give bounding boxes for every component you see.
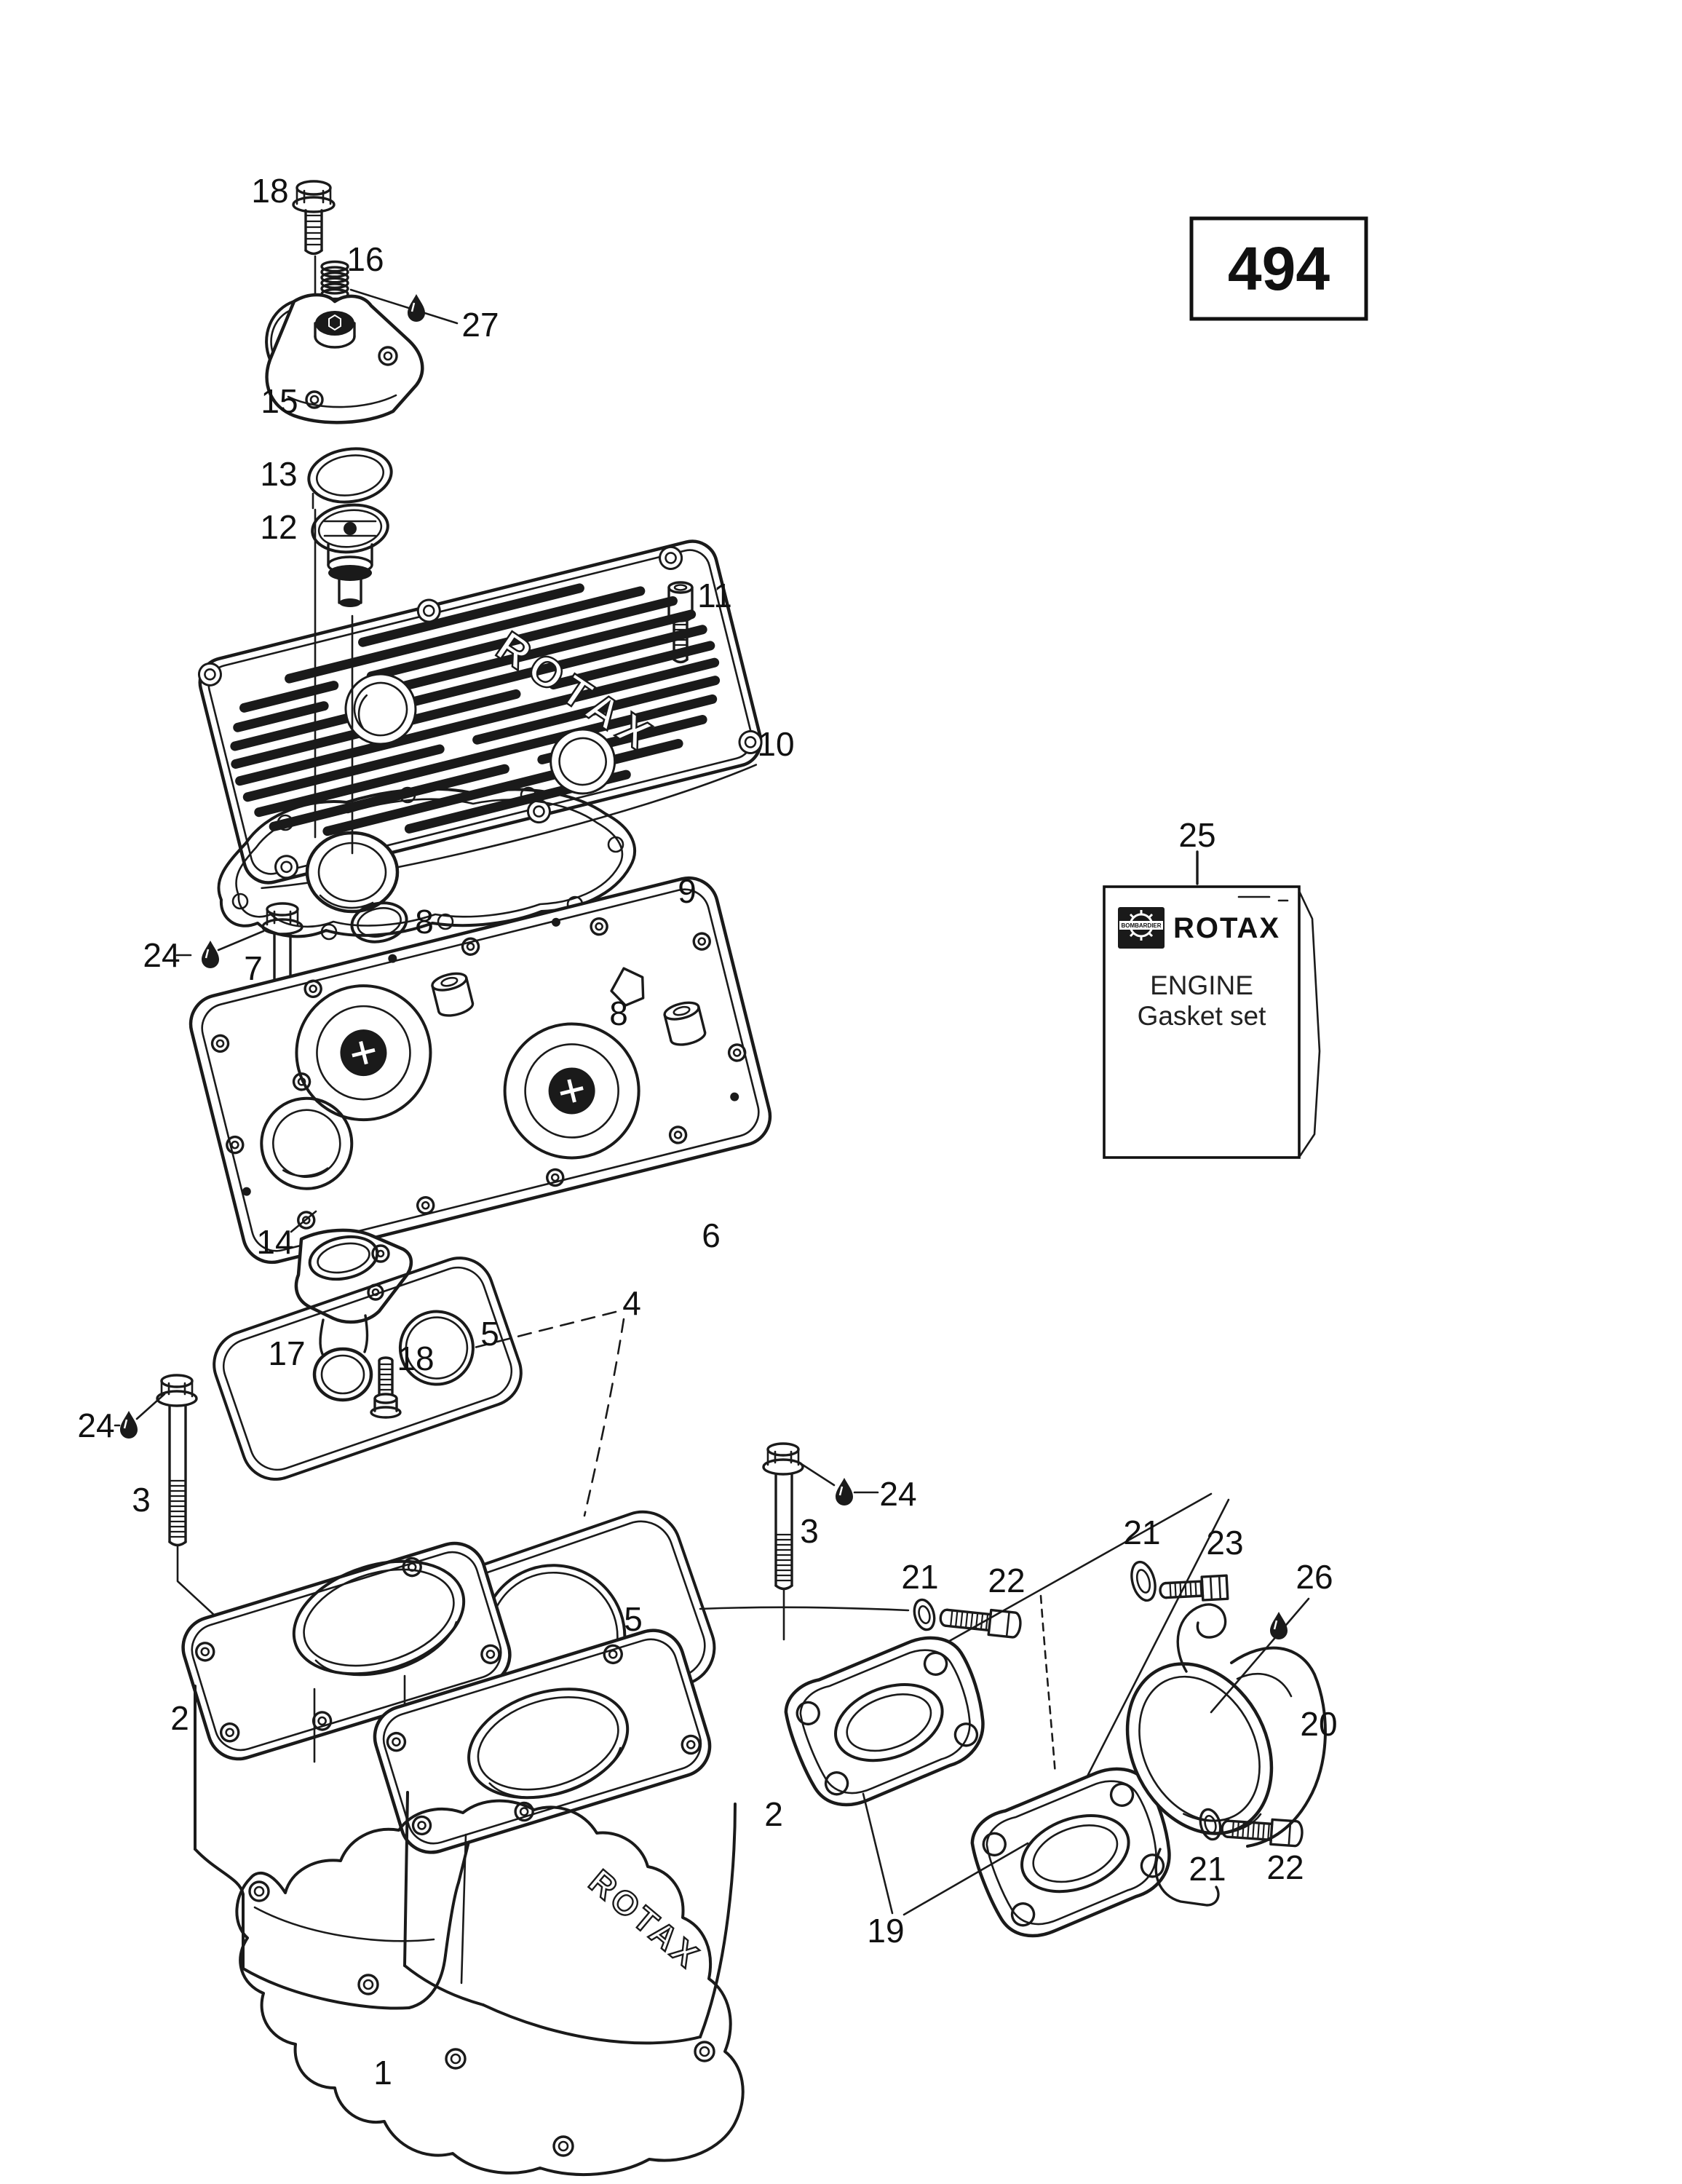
part-spring-16 — [320, 260, 349, 301]
callout-17: 17 — [268, 1334, 305, 1372]
part-washer-21-b — [1130, 1560, 1157, 1602]
model-number-box: 494 — [1189, 216, 1368, 321]
callout-20: 20 — [1300, 1705, 1337, 1743]
part-exhaust-gasket-19-a — [784, 1636, 985, 1807]
part-o-ring-8-left — [350, 901, 408, 943]
callout-16: 16 — [346, 240, 384, 278]
callout-15: 15 — [261, 382, 298, 420]
part-outlet-housing-15 — [265, 293, 424, 424]
callout-24: 24 — [143, 936, 180, 974]
part-washer-21-c — [1199, 1808, 1222, 1841]
callout-27: 27 — [461, 306, 499, 344]
callout-12: 12 — [260, 508, 297, 546]
part-bolt-22-b — [1221, 1818, 1304, 1848]
callout-1: 1 — [373, 2054, 392, 2092]
thermostat-guide-lines — [314, 508, 354, 855]
callout-5: 5 — [624, 1600, 643, 1638]
cooling-fins — [230, 583, 721, 836]
part-bolt-7 — [175, 902, 304, 1114]
callout-2: 2 — [764, 1795, 783, 1833]
part-bolt-18-lower — [370, 1356, 402, 1419]
part-bolt-22-a — [939, 1608, 1022, 1639]
part-o-ring-13 — [307, 447, 393, 504]
stud-tower — [663, 1001, 707, 1046]
part-bolt-11 — [667, 581, 694, 664]
oil-drop-icon — [202, 941, 219, 968]
callout-26: 26 — [1296, 1558, 1333, 1596]
part-cylinder-head-cover-10 — [197, 539, 763, 890]
callout-10: 10 — [757, 725, 794, 763]
callout-6: 6 — [702, 1216, 721, 1254]
part-washer-21-a — [913, 1598, 936, 1631]
leader-19-a — [862, 1792, 894, 1915]
leader-4-b — [583, 1318, 625, 1517]
callout-22: 22 — [1266, 1848, 1304, 1886]
callout-11: 11 — [697, 577, 732, 614]
part-cone-27 — [349, 288, 459, 325]
part-gasket-set-box-25: BOMBARDIER ROTAX ENGINE Gasket set — [1103, 850, 1321, 1159]
part-water-elbow-17 — [294, 1228, 413, 1402]
leader-14 — [290, 1210, 317, 1233]
oil-drop-icon — [1270, 1612, 1288, 1639]
callout-21: 21 — [901, 1558, 938, 1596]
callout-18: 18 — [397, 1340, 434, 1377]
callout-5: 5 — [480, 1315, 499, 1353]
part-bolt-23 — [1159, 1574, 1229, 1602]
head-thermostat-well — [260, 1096, 354, 1190]
part-exhaust-socket-20 — [1125, 1597, 1327, 1907]
callout-13: 13 — [260, 455, 297, 493]
bombardier-logo-icon: BOMBARDIER — [1118, 907, 1165, 949]
callout-21: 21 — [1123, 1514, 1160, 1551]
callout-7: 7 — [244, 949, 263, 987]
part-bolt-3-right — [762, 1442, 879, 1641]
leader-4-a — [470, 1310, 617, 1350]
callout-19: 19 — [867, 1912, 904, 1950]
gasket-box-line1: ENGINE — [1150, 970, 1253, 1000]
callout-18: 18 — [251, 172, 288, 210]
callout-8: 8 — [609, 994, 628, 1032]
part-thermostat-12 — [311, 503, 389, 607]
part-exhaust-gasket-19-b — [970, 1767, 1171, 1938]
callout-24: 24 — [879, 1475, 916, 1513]
combustion-dome — [295, 984, 432, 1122]
oil-drop-icon — [120, 1411, 138, 1439]
bombardier-logo-text: BOMBARDIER — [1121, 922, 1161, 929]
leader-19-b — [903, 1842, 1029, 1916]
oil-drop-icon — [836, 1478, 853, 1506]
callout-8: 8 — [415, 903, 434, 941]
callout-23: 23 — [1206, 1524, 1243, 1562]
callout-25: 25 — [1178, 816, 1215, 854]
part-base-gasket-1 — [235, 1799, 745, 2177]
part-cylinder-base-gasket-5-upper — [213, 1257, 523, 1481]
callout-21: 21 — [1189, 1850, 1226, 1888]
callout-9: 9 — [678, 872, 697, 910]
stud-tower — [431, 972, 475, 1017]
oil-drop-icon — [408, 294, 425, 322]
callout-2: 2 — [170, 1699, 189, 1737]
callout-3: 3 — [800, 1512, 819, 1550]
part-cylinder-head-6 — [189, 876, 772, 1265]
combustion-dome — [503, 1022, 640, 1160]
model-number: 494 — [1228, 234, 1330, 303]
cover-bolt-ears — [197, 545, 763, 879]
part-bolt-18-top — [292, 180, 336, 297]
callout-3: 3 — [132, 1481, 151, 1519]
callout-14: 14 — [256, 1223, 293, 1261]
callout-4: 4 — [622, 1284, 641, 1322]
head-bolt-holes — [210, 917, 747, 1230]
gasket-box-brand: ROTAX — [1173, 912, 1280, 944]
callout-24: 24 — [77, 1406, 114, 1444]
gasket-box-line2: Gasket set — [1138, 1001, 1267, 1031]
callout-22: 22 — [988, 1562, 1025, 1599]
